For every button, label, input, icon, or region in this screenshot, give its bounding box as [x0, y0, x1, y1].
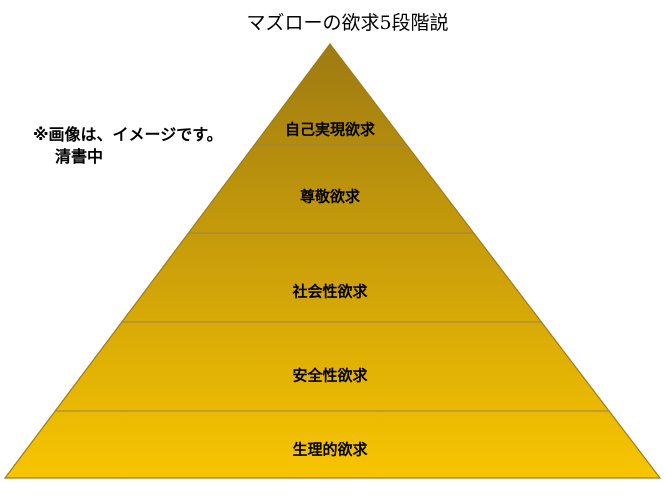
tier-label-4: 安全性欲求	[292, 367, 368, 385]
tier-label-5: 生理的欲求	[292, 441, 368, 459]
tier-label-3: 社会性欲求	[291, 283, 368, 301]
note-line-1: ※画像は、イメージです。	[33, 125, 223, 144]
tier-label-1: 自己実現欲求	[285, 121, 376, 139]
note-line-2: 清書中	[55, 147, 104, 166]
tier-dividers	[55, 144, 610, 412]
tier-label-2: 尊敬欲求	[300, 188, 361, 206]
pyramid-shape	[3, 43, 662, 479]
image-note: ※画像は、イメージです。 清書中	[33, 124, 223, 168]
diagram-title: マズローの欲求5段階説	[246, 12, 449, 34]
